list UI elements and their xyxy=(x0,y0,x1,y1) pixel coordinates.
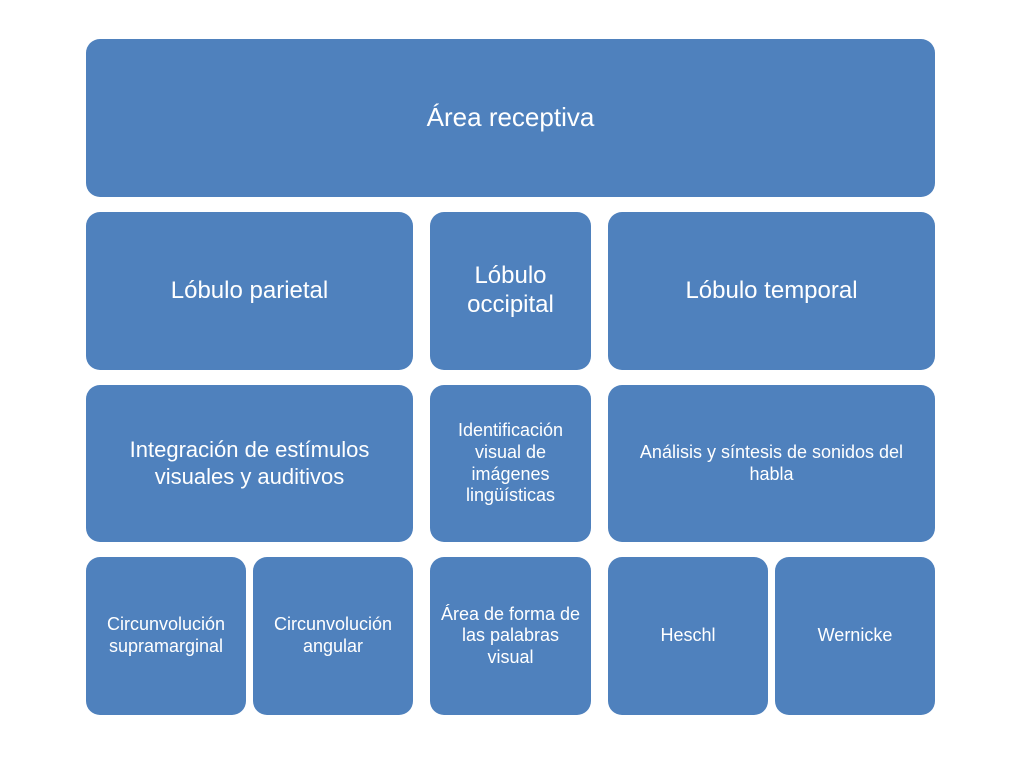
root-node: Área receptiva xyxy=(86,39,935,197)
area-heschl-node: Heschl xyxy=(608,557,768,715)
lobe-occipital-node: Lóbulo occipital xyxy=(430,212,591,370)
function-temporal-node: Análisis y síntesis de sonidos del habla xyxy=(608,385,935,542)
area-wernicke-label: Wernicke xyxy=(817,625,893,646)
lobe-temporal-label: Lóbulo temporal xyxy=(685,276,858,304)
function-temporal-label: Análisis y síntesis de sonidos del habla xyxy=(639,441,904,484)
area-visual-word-form-label: Área de forma de las palabras visual xyxy=(440,603,581,667)
area-angular-node: Circunvolución angular xyxy=(253,557,413,715)
area-visual-word-form-node: Área de forma de las palabras visual xyxy=(430,557,591,715)
area-supramarginal-node: Circunvolución supramarginal xyxy=(86,557,246,715)
function-parietal-label: Integración de estímulos visuales y audi… xyxy=(129,437,370,489)
area-wernicke-node: Wernicke xyxy=(775,557,935,715)
lobe-temporal-node: Lóbulo temporal xyxy=(608,212,935,370)
area-heschl-label: Heschl xyxy=(660,625,716,646)
lobe-occipital-label: Lóbulo occipital xyxy=(467,262,554,318)
area-angular-label: Circunvolución angular xyxy=(273,614,393,656)
area-supramarginal-label: Circunvolución supramarginal xyxy=(106,614,226,656)
lobe-parietal-node: Lóbulo parietal xyxy=(86,212,413,370)
function-parietal-node: Integración de estímulos visuales y audi… xyxy=(86,385,413,542)
lobe-parietal-label: Lóbulo parietal xyxy=(170,276,329,304)
root-label: Área receptiva xyxy=(426,102,595,133)
function-occipital-node: Identificación visual de imágenes lingüí… xyxy=(430,385,591,542)
function-occipital-label: Identificación visual de imágenes lingüí… xyxy=(457,420,564,506)
